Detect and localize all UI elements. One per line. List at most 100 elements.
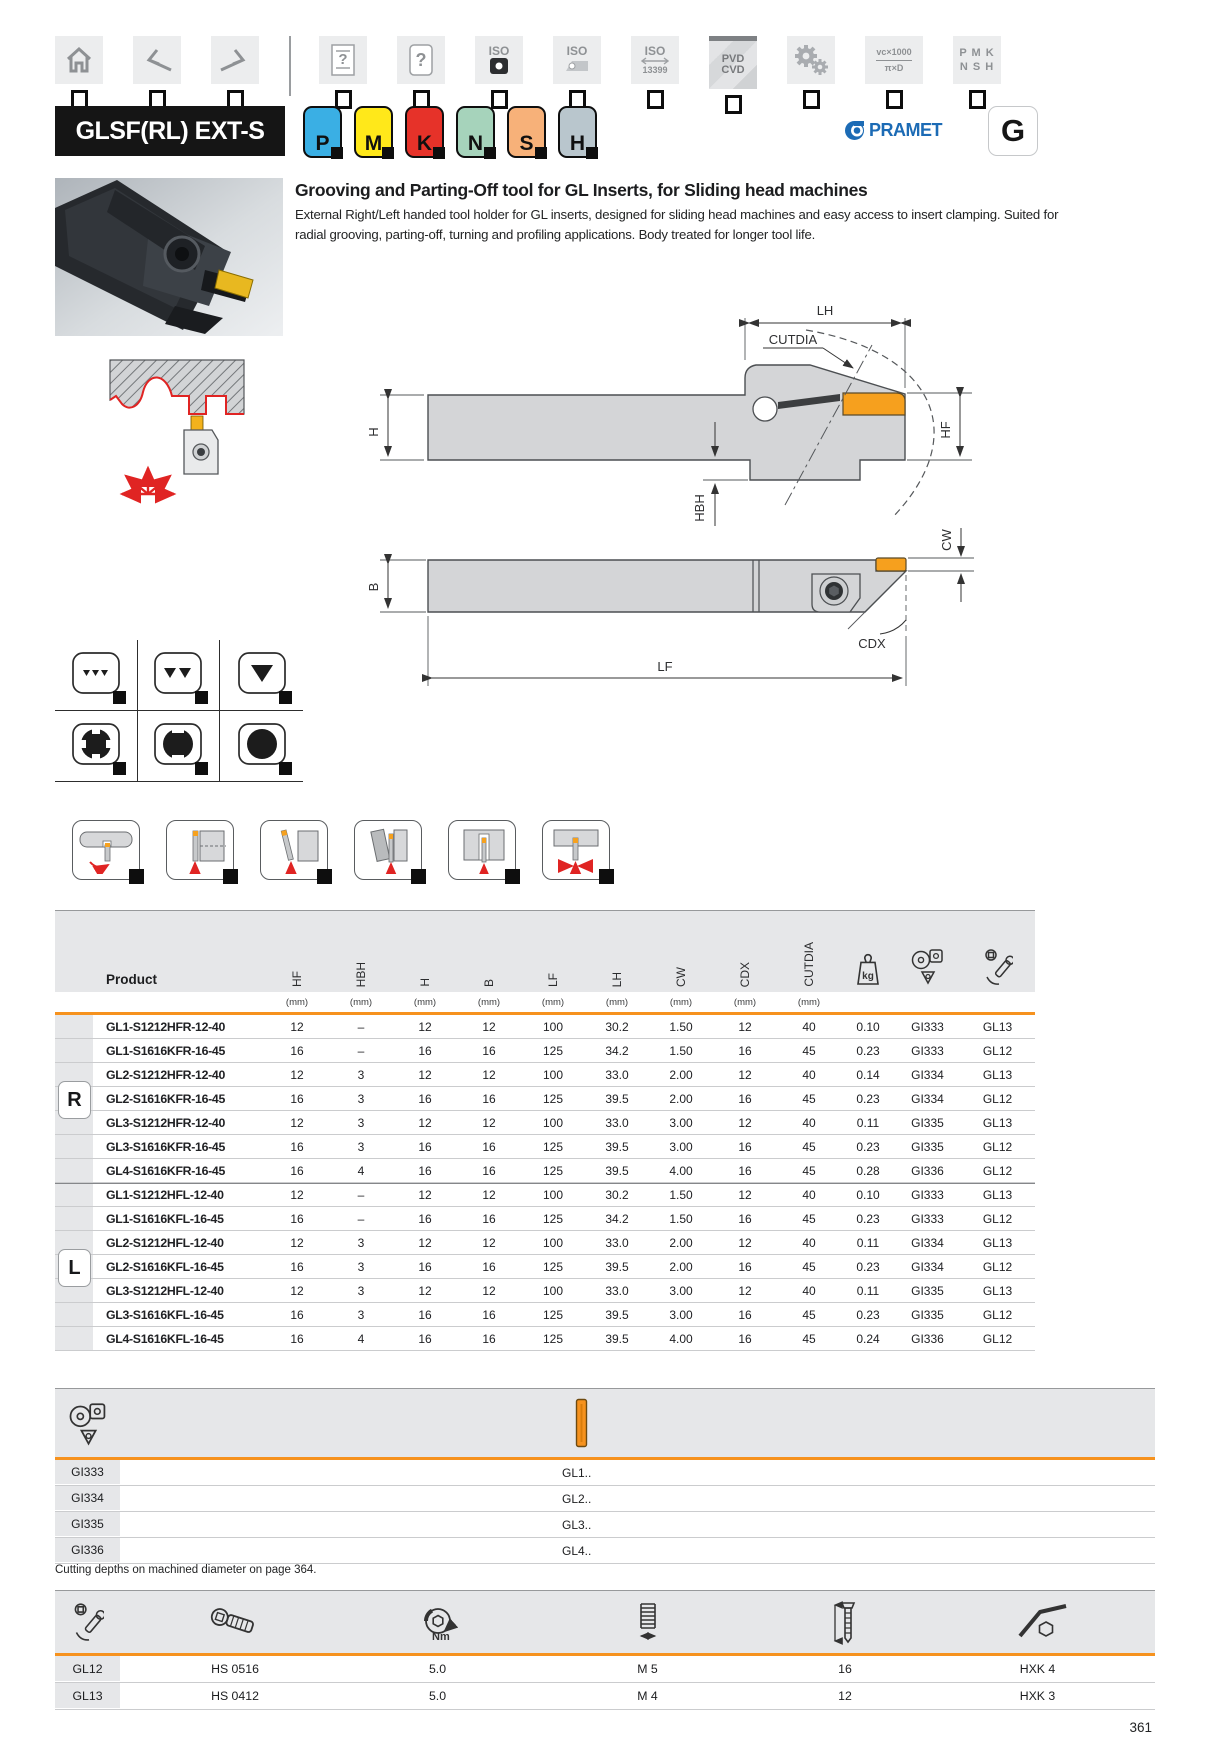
speed-formula-icon[interactable]: vc×1000 π×D (865, 36, 923, 84)
badge-K[interactable]: K (405, 106, 445, 159)
toolbar-help[interactable]: ? (397, 36, 445, 109)
back-arrow-icon[interactable] (133, 36, 181, 84)
iso-13399-icon[interactable]: ISO 13399 (631, 36, 679, 84)
badge-letter: P (315, 132, 330, 155)
product-code: GL2-S1212HFR-12-40 (106, 1067, 225, 1082)
spare-value: M 5 (637, 1662, 658, 1676)
tool-series: GL2.. (562, 1491, 592, 1506)
toolbar-material-groups[interactable]: P M K N S H (953, 36, 1001, 109)
toolbar-home[interactable] (55, 36, 103, 109)
checkbox[interactable] (490, 90, 508, 109)
feature-grid (55, 640, 303, 782)
value-cell: – (357, 1188, 365, 1202)
insert-code: GI336 (55, 1538, 120, 1563)
dim-label-cutdia: CUTDIA (769, 332, 818, 347)
toolbar-divider (289, 36, 291, 96)
value-cell: – (357, 1019, 365, 1034)
value-cell: 30.2 (605, 1188, 629, 1202)
checkbox[interactable] (968, 90, 986, 109)
help-icon[interactable]: ? (397, 36, 445, 84)
checkbox[interactable] (334, 90, 352, 109)
page-help-icon[interactable]: ? (319, 36, 367, 84)
iso-toolholder-icon[interactable]: ISO (553, 36, 601, 84)
value-cell: 125 (542, 1259, 564, 1274)
value-cell: GI334 (911, 1091, 944, 1106)
unit-label: (mm) (669, 996, 693, 1008)
value-cell: 16 (418, 1091, 432, 1106)
tool-series: GL3.. (562, 1517, 592, 1532)
value-cell: 40 (802, 1283, 816, 1298)
value-cell: 40 (802, 1188, 816, 1202)
col-header-b: B (482, 978, 496, 987)
spare-value: 16 (838, 1662, 852, 1676)
checkbox[interactable] (885, 90, 903, 109)
spare-value: 12 (838, 1689, 852, 1703)
badge-S[interactable]: S (507, 106, 547, 159)
insert-grades-icon (895, 911, 960, 992)
value-cell: 33.0 (605, 1283, 629, 1298)
badge-N[interactable]: N (456, 106, 496, 159)
gears-icon[interactable] (787, 36, 835, 84)
checkbox[interactable] (646, 90, 664, 109)
value-cell: 4.00 (669, 1163, 693, 1178)
thread-icon (525, 1591, 770, 1653)
toolbar-coating[interactable]: PVD CVD (709, 36, 757, 114)
cvd-label: CVD (721, 64, 745, 76)
dim-label-lh: LH (817, 303, 834, 318)
badge-letter: M (364, 132, 383, 155)
radial-grooving-icon (72, 820, 144, 884)
iso-13399-label: 13399 (642, 64, 668, 75)
value-cell: 45 (802, 1259, 816, 1274)
value-cell: 16 (418, 1043, 432, 1058)
toolbar-page-help[interactable]: ? (319, 36, 367, 109)
checkbox[interactable] (724, 95, 742, 114)
value-cell: GL13 (982, 1067, 1013, 1082)
toolbar-iso-holder[interactable]: ISO (553, 36, 601, 109)
value-cell: GL12 (982, 1331, 1013, 1346)
forward-arrow-icon[interactable] (211, 36, 259, 84)
value-cell: 2.00 (669, 1067, 693, 1082)
header-accent-rule (55, 1012, 1035, 1015)
gutter-cell (55, 1303, 93, 1326)
value-cell: GI336 (911, 1163, 944, 1178)
material-groups-icon[interactable]: P M K N S H (953, 36, 1001, 84)
value-cell: 125 (542, 1307, 564, 1322)
value-cell: GL12 (982, 1259, 1013, 1274)
toolbar-gears[interactable] (787, 36, 835, 109)
gutter-cell (55, 1159, 93, 1182)
spare-value: 5.0 (428, 1689, 447, 1703)
value-cell: 3.00 (669, 1283, 693, 1298)
toolbar-forward[interactable] (211, 36, 259, 109)
value-cell: 45 (802, 1043, 816, 1058)
badge-P[interactable]: P (303, 106, 343, 159)
value-cell: 16 (290, 1331, 304, 1346)
home-icon[interactable] (55, 36, 103, 84)
product-code: GL4-S1616KFL-16-45 (106, 1331, 224, 1346)
toolbar-back[interactable] (133, 36, 181, 109)
gutter-header (55, 911, 93, 992)
value-cell: 16 (290, 1307, 304, 1322)
toolbar-iso-insert[interactable]: ISO (475, 36, 523, 109)
value-cell: 16 (738, 1259, 752, 1274)
pvd-cvd-icon[interactable]: PVD CVD (709, 36, 757, 89)
checkbox[interactable] (802, 90, 820, 109)
value-cell: 2.00 (669, 1259, 693, 1274)
value-cell: GI335 (911, 1139, 944, 1154)
value-cell: 16 (290, 1043, 304, 1058)
col-header-lh: LH (610, 971, 624, 987)
page-number: 361 (1129, 1720, 1152, 1735)
value-cell: 16 (482, 1331, 496, 1346)
value-cell: 40 (802, 1235, 816, 1250)
badge-M[interactable]: M (354, 106, 394, 159)
application-schematic (92, 356, 250, 513)
toolbar-speed-formula[interactable]: vc×1000 π×D (865, 36, 923, 109)
iso-insert-icon[interactable]: ISO (475, 36, 523, 84)
badge-H[interactable]: H (558, 106, 598, 159)
toolbar-iso-13399[interactable]: ISO 13399 (631, 36, 679, 109)
